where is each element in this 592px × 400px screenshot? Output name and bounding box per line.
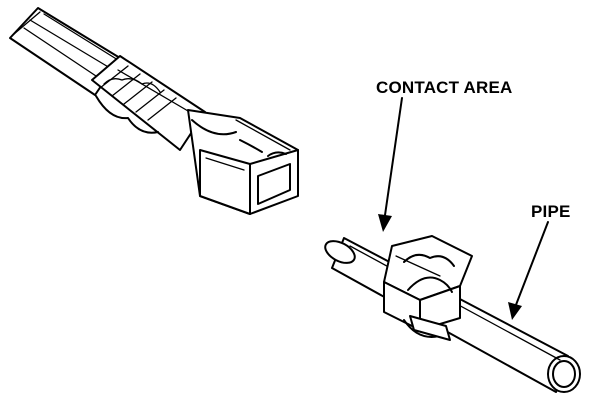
female-terminal: [9, 7, 299, 215]
pipe-assembly: [324, 235, 581, 393]
pipe-leader: [508, 221, 549, 320]
contact-area-leader: [378, 97, 403, 232]
pipe-label: PIPE: [531, 202, 571, 221]
contact-area-label: CONTACT AREA: [376, 78, 513, 97]
